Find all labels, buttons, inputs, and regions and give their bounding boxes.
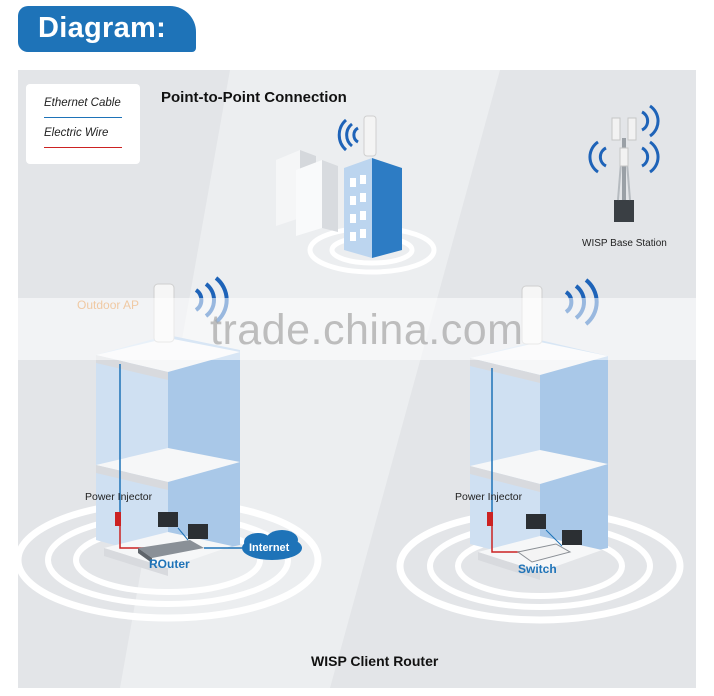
wisp-title: WISP Client Router	[311, 653, 439, 669]
p2p-title: Point-to-Point Connection	[161, 89, 347, 106]
internet-label: Internet	[249, 542, 290, 554]
wisp-tower	[611, 117, 637, 222]
right-power-injector-label: Power Injector	[455, 491, 523, 503]
wisp-signal-icon	[588, 104, 660, 174]
legend-ethernet-label: Ethernet Cable	[44, 97, 121, 109]
right-building	[396, 285, 684, 624]
legend: Ethernet Cable Electric Wire	[26, 84, 140, 164]
diagram-header-title: Diagram:	[38, 12, 167, 44]
switch-label: Switch	[518, 562, 557, 576]
watermark-text: trade.china.com	[210, 306, 524, 354]
p2p-signal-icon	[337, 118, 359, 152]
diagram-header-tab	[18, 6, 196, 52]
watermark-band	[0, 298, 714, 360]
legend-electric-label: Electric Wire	[44, 127, 109, 139]
left-building	[14, 283, 322, 622]
base-station-label: WISP Base Station	[582, 238, 667, 249]
internet-cloud-icon	[204, 530, 302, 560]
legend-ethernet-line	[44, 117, 122, 118]
p2p-building	[276, 115, 437, 275]
router-label: ROuter	[149, 557, 190, 571]
left-power-injector-label: Power Injector	[85, 491, 153, 503]
legend-electric-line	[44, 147, 122, 148]
outdoor-ap-label: Outdoor AP	[77, 298, 140, 312]
